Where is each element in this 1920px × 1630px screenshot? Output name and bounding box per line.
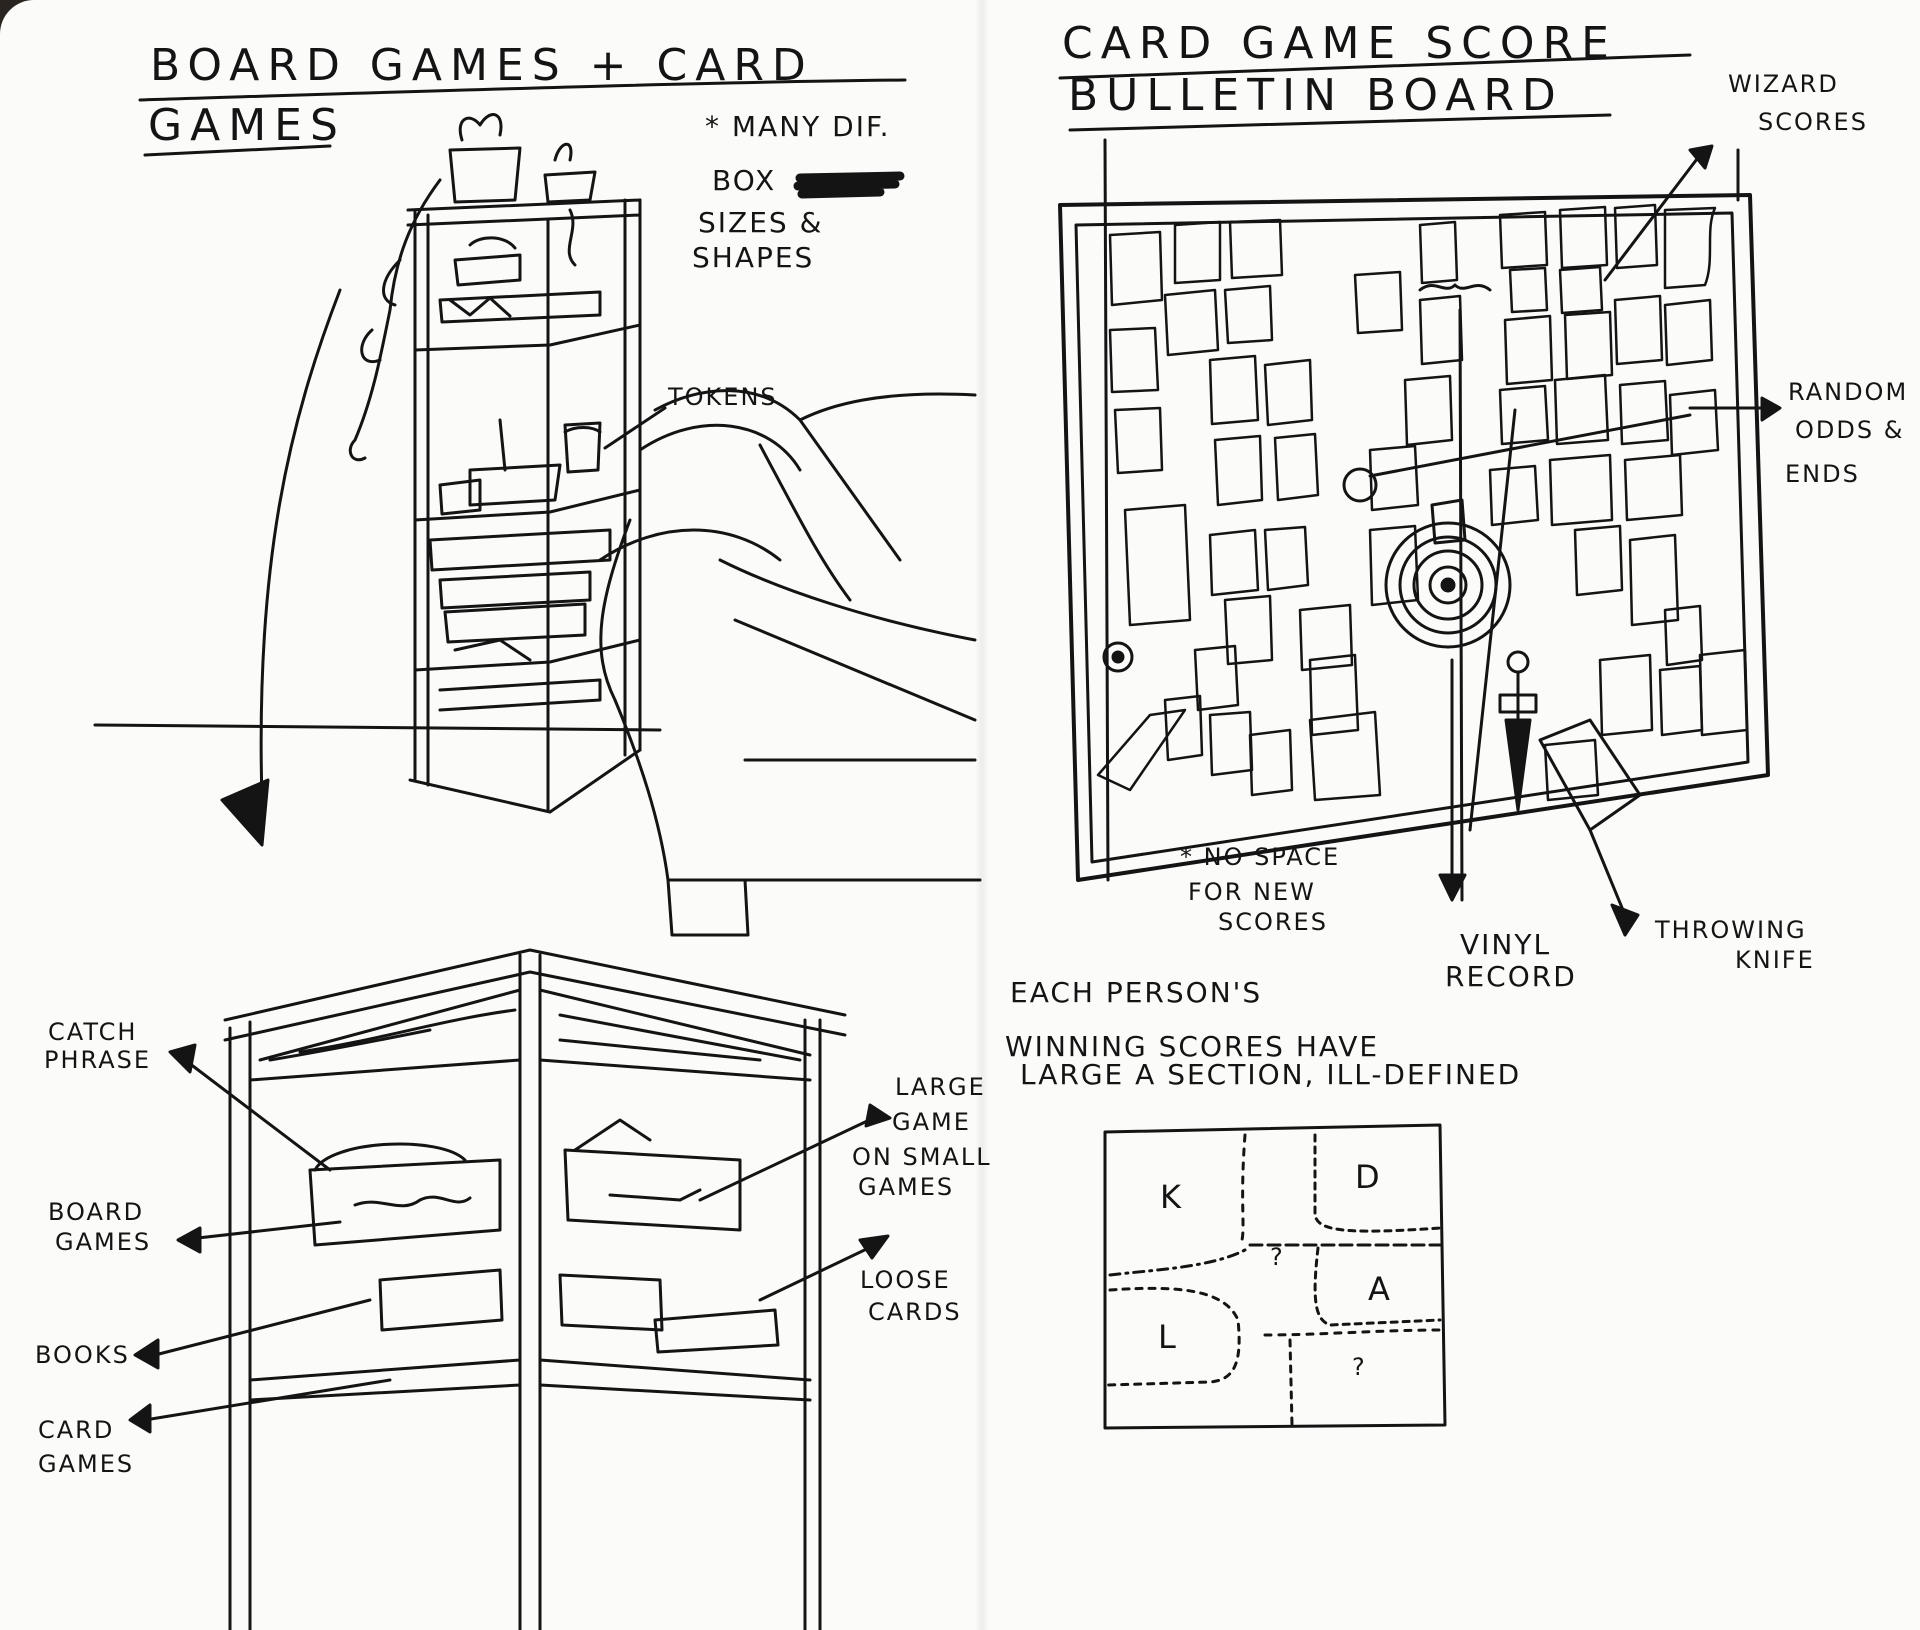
vinyl-arrowhead bbox=[1438, 873, 1467, 902]
bulletin-board-drawing bbox=[1058, 138, 1782, 937]
label-on-small: ON SMALL bbox=[852, 1143, 992, 1171]
couch-drawing bbox=[93, 389, 982, 937]
label-record: RECORD bbox=[1445, 960, 1577, 993]
label-throwing: THROWING bbox=[1655, 916, 1807, 944]
right-title-underlines bbox=[1058, 53, 1692, 132]
label-cards: CARDS bbox=[868, 1298, 962, 1326]
label-card-games: GAMES bbox=[38, 1450, 135, 1478]
label-phrase: PHRASE bbox=[44, 1046, 152, 1074]
grid-question-2: ? bbox=[1352, 1353, 1367, 1381]
wizard-scores-arrow bbox=[1603, 153, 1702, 282]
curved-arrow bbox=[220, 288, 342, 847]
note-winning-scores: WINNING SCORES HAVE bbox=[1005, 1030, 1380, 1063]
note-shapes: SHAPES bbox=[692, 241, 815, 274]
label-odds: ODDS & bbox=[1795, 416, 1905, 444]
random-arrowhead bbox=[1760, 396, 1782, 422]
throwing-knife bbox=[1498, 650, 1642, 832]
label-ends: ENDS bbox=[1785, 460, 1860, 488]
tokens-leader bbox=[603, 406, 667, 450]
label-books: BOOKS bbox=[35, 1341, 130, 1369]
grid-d: D bbox=[1355, 1158, 1382, 1196]
label-tokens: TOKENS bbox=[668, 383, 778, 411]
left-title-line-1: BOARD GAMES + CARD bbox=[150, 40, 814, 91]
knife-arrowhead bbox=[1610, 903, 1640, 937]
grid-a: A bbox=[1368, 1270, 1392, 1308]
note-section: LARGE A SECTION, ILL-DEFINED bbox=[1020, 1058, 1522, 1091]
label-wizard-scores: SCORES bbox=[1758, 108, 1868, 136]
label-board-games: GAMES bbox=[55, 1228, 152, 1256]
label-vinyl: VINYL bbox=[1460, 928, 1552, 961]
note-each-person: EACH PERSON'S bbox=[1010, 976, 1263, 1009]
left-title-underlines bbox=[138, 78, 907, 157]
right-title-line-2: BULLETIN BOARD bbox=[1068, 70, 1564, 121]
label-for-new: FOR NEW bbox=[1188, 878, 1316, 906]
knife-arrow bbox=[1588, 828, 1627, 917]
label-no-space: * NO SPACE bbox=[1180, 843, 1341, 871]
label-card: CARD bbox=[38, 1416, 115, 1444]
book-gutter bbox=[975, 0, 989, 1630]
label-knife: KNIFE bbox=[1735, 946, 1815, 974]
label-game: GAME bbox=[892, 1108, 971, 1136]
label-wizard: WIZARD bbox=[1728, 70, 1839, 98]
note-box: BOX bbox=[712, 164, 777, 197]
tall-shelf-drawing bbox=[348, 113, 642, 814]
scribbled-out-word bbox=[793, 171, 905, 199]
pinned-score-cards bbox=[1096, 203, 1749, 802]
note-many-dif: * MANY DIF. bbox=[705, 110, 891, 143]
label-scores: SCORES bbox=[1218, 908, 1328, 936]
score-section-grid bbox=[1103, 1123, 1447, 1430]
wizard-arrowhead bbox=[1688, 144, 1714, 170]
label-games: GAMES bbox=[858, 1173, 955, 1201]
grid-k: K bbox=[1160, 1178, 1183, 1216]
label-loose: LOOSE bbox=[860, 1266, 951, 1294]
label-large: LARGE bbox=[895, 1073, 986, 1101]
grid-l: L bbox=[1158, 1318, 1178, 1356]
push-pin bbox=[1342, 413, 1692, 503]
right-title-line-1: CARD GAME SCORE bbox=[1062, 18, 1617, 69]
left-leader-lines bbox=[128, 1043, 892, 1434]
vinyl-record bbox=[1384, 498, 1512, 649]
left-title-line-2: GAMES bbox=[148, 100, 346, 151]
pinned-flower bbox=[1102, 641, 1134, 673]
note-sizes: SIZES & bbox=[698, 206, 824, 239]
mustache-doodle bbox=[1418, 283, 1492, 292]
grid-question-1: ? bbox=[1270, 1243, 1285, 1271]
label-random: RANDOM bbox=[1788, 378, 1909, 406]
label-catch: CATCH bbox=[48, 1018, 138, 1046]
shelf-closeup-drawing bbox=[223, 948, 847, 1630]
label-board: BOARD bbox=[48, 1198, 145, 1226]
